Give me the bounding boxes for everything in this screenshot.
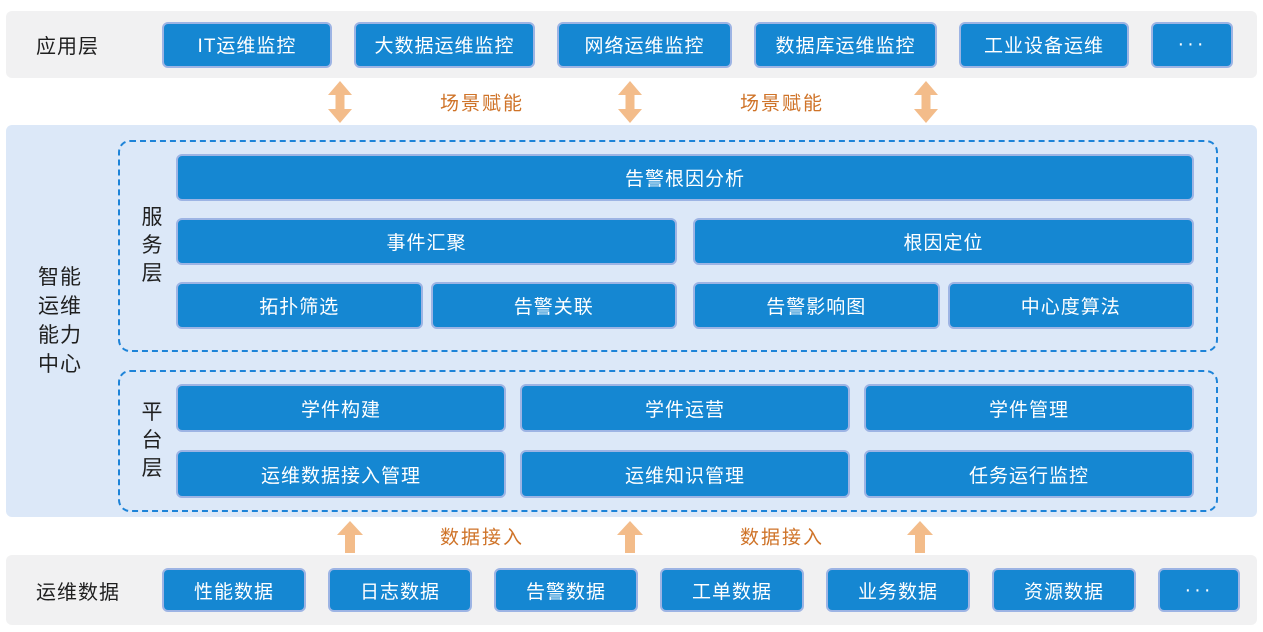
data-box-alarm-data: 告警数据 bbox=[494, 568, 638, 612]
app-box-bigdata-ops-monitoring: 大数据运维监控 bbox=[354, 21, 535, 68]
up-arrow-icon bbox=[617, 521, 643, 558]
data-access-label-1: 数据接入 bbox=[439, 527, 525, 549]
data-box-performance-data: 性能数据 bbox=[162, 568, 306, 612]
app-box-industrial-equipment-ops: 工业设备运维 bbox=[959, 21, 1129, 68]
service-box-alarm-impact-graph: 告警影响图 bbox=[693, 282, 940, 329]
double-arrow-icon bbox=[914, 81, 938, 128]
app-box-network-ops-monitoring: 网络运维监控 bbox=[557, 21, 732, 68]
scene-enablement-label-2: 场景赋能 bbox=[739, 93, 825, 114]
app-box-database-ops-monitoring: 数据库运维监控 bbox=[754, 21, 937, 68]
up-arrow-icon bbox=[907, 521, 933, 558]
service-box-event-aggregation: 事件汇聚 bbox=[176, 218, 677, 265]
app-box-it-ops-monitoring: IT运维监控 bbox=[162, 21, 332, 68]
app-layer-label: 应用层 bbox=[36, 36, 99, 58]
platform-layer-content: 学件构建 学件运营 学件管理 运维数据接入管理 运维知识管理 任务运行监控 bbox=[176, 384, 1194, 498]
service-row-2: 事件汇聚 根因定位 bbox=[176, 218, 1194, 265]
up-arrow-icon bbox=[337, 521, 363, 558]
data-box-business-data: 业务数据 bbox=[826, 568, 970, 612]
app-layer-band: 应用层 IT运维监控 大数据运维监控 网络运维监控 数据库运维监控 工业设备运维… bbox=[6, 11, 1257, 78]
data-layer-band: 运维数据 性能数据 日志数据 告警数据 工单数据 业务数据 资源数据 ··· bbox=[6, 555, 1257, 625]
service-row-3: 拓扑筛选 告警关联 告警影响图 中心度算法 bbox=[176, 282, 1194, 329]
platform-box-task-run-monitoring: 任务运行监控 bbox=[864, 450, 1194, 498]
app-box-more: ··· bbox=[1151, 21, 1233, 68]
platform-row-2: 运维数据接入管理 运维知识管理 任务运行监控 bbox=[176, 450, 1194, 498]
service-layer-group: 服务层 告警根因分析 事件汇聚 根因定位 拓扑筛选 告警关联 告警影响图 bbox=[118, 140, 1218, 352]
platform-layer-label: 平台层 bbox=[141, 401, 163, 480]
data-layer-label: 运维数据 bbox=[36, 581, 120, 604]
data-box-ticket-data: 工单数据 bbox=[660, 568, 804, 612]
platform-layer-group: 平台层 学件构建 学件运营 学件管理 运维数据接入管理 运维知识管理 任务运行监… bbox=[118, 370, 1218, 512]
double-arrow-icon bbox=[618, 81, 642, 128]
platform-box-learnware-operation: 学件运营 bbox=[520, 384, 850, 432]
platform-box-ops-data-access-management: 运维数据接入管理 bbox=[176, 450, 506, 498]
data-box-more: ··· bbox=[1158, 568, 1240, 612]
service-box-centrality-algorithm: 中心度算法 bbox=[947, 282, 1194, 329]
service-layer-content: 告警根因分析 事件汇聚 根因定位 拓扑筛选 告警关联 告警影响图 中心度算法 bbox=[176, 154, 1194, 329]
service-row-3-left: 拓扑筛选 告警关联 bbox=[176, 282, 677, 329]
platform-box-ops-knowledge-management: 运维知识管理 bbox=[520, 450, 850, 498]
service-layer-label: 服务层 bbox=[141, 206, 163, 285]
platform-box-learnware-construction: 学件构建 bbox=[176, 384, 506, 432]
platform-box-learnware-management: 学件管理 bbox=[864, 384, 1194, 432]
data-box-log-data: 日志数据 bbox=[328, 568, 472, 612]
app-layer-boxes: IT运维监控 大数据运维监控 网络运维监控 数据库运维监控 工业设备运维 ··· bbox=[162, 21, 1233, 68]
double-arrow-icon bbox=[328, 81, 352, 128]
scene-enablement-gap: 场景赋能 场景赋能 bbox=[0, 78, 1263, 125]
service-row-1: 告警根因分析 bbox=[176, 154, 1194, 201]
service-row-3-right: 告警影响图 中心度算法 bbox=[693, 282, 1194, 329]
data-access-label-2: 数据接入 bbox=[739, 527, 825, 549]
service-box-alarm-correlation: 告警关联 bbox=[430, 282, 677, 329]
scene-enablement-label-1: 场景赋能 bbox=[439, 93, 525, 114]
platform-row-1: 学件构建 学件运营 学件管理 bbox=[176, 384, 1194, 432]
service-box-topology-filtering: 拓扑筛选 bbox=[176, 282, 423, 329]
capability-center-band: 智能运维能力中心 服务层 告警根因分析 事件汇聚 根因定位 拓扑筛选 告警关联 bbox=[6, 125, 1257, 517]
data-layer-boxes: 性能数据 日志数据 告警数据 工单数据 业务数据 资源数据 ··· bbox=[162, 568, 1240, 612]
data-access-gap: 数据接入 数据接入 bbox=[0, 517, 1263, 555]
service-box-root-cause-location: 根因定位 bbox=[693, 218, 1194, 265]
service-box-alarm-root-cause-analysis: 告警根因分析 bbox=[176, 154, 1194, 201]
data-box-resource-data: 资源数据 bbox=[992, 568, 1136, 612]
capability-center-label: 智能运维能力中心 bbox=[38, 266, 82, 376]
